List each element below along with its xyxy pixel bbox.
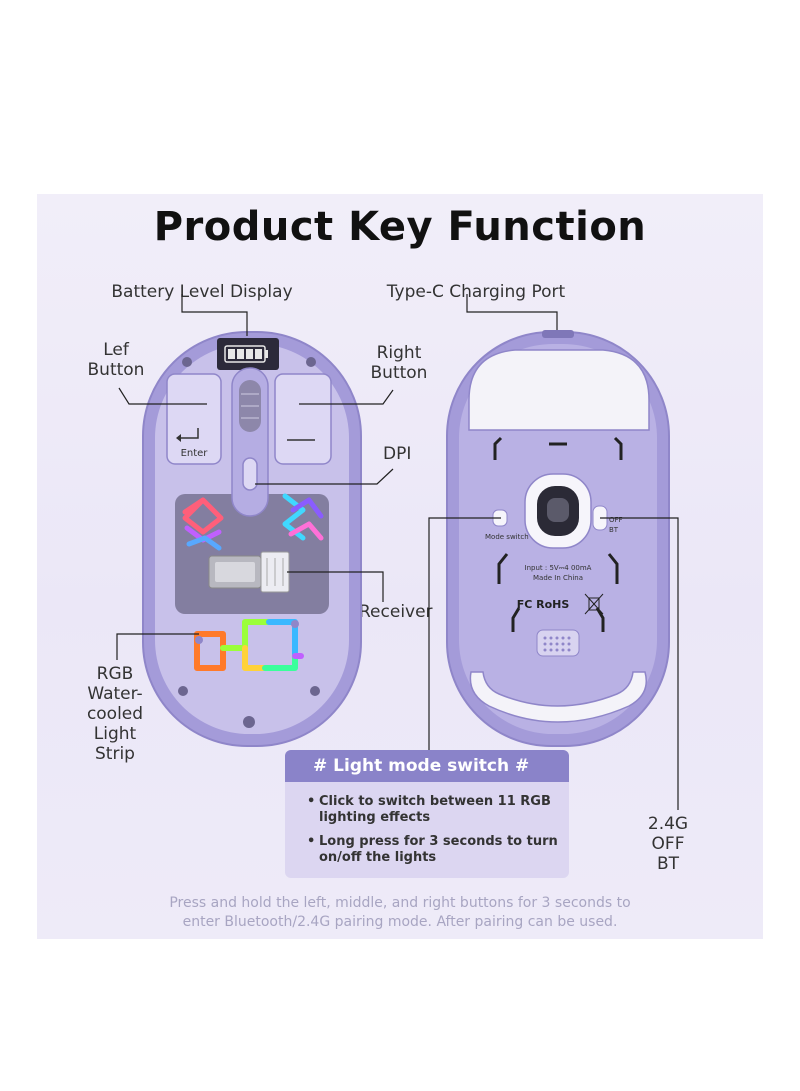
left-button-label-line1: Lef — [103, 340, 129, 360]
product-panel: Product Key Function Battery Level Displ… — [37, 194, 763, 939]
input-spec-text: Input : 5V⎓4 00mA — [525, 564, 592, 572]
rgb-label-line1: RGB — [96, 664, 134, 684]
receiver-label: Receiver — [359, 602, 433, 622]
mouse-bottom-view: Mode switch OFF BT Input : 5V⎓4 00mA Mad… — [446, 330, 670, 747]
enter-key-text: Enter — [181, 448, 209, 459]
rgb-label-line5: Strip — [95, 744, 135, 764]
rgb-strip-left — [182, 497, 224, 551]
typec-port-label: Type-C Charging Port — [386, 282, 566, 302]
callout-lines — [116, 294, 679, 810]
pairing-footnote: Press and hold the left, middle, and rig… — [37, 894, 763, 932]
weee-bin-icon — [584, 593, 604, 615]
rgb-strip-label: RGB Water- cooled Light Strip — [73, 664, 157, 764]
switch-bt-text: BT — [609, 526, 619, 534]
mouse-top-view: Enter — [142, 331, 362, 747]
scroll-wheel-icon — [231, 367, 269, 517]
rgb-label-line2: Water- — [87, 684, 143, 704]
mode-switch-label: 2.4G OFF BT — [633, 814, 703, 874]
right-button-label-line2: Button — [370, 363, 428, 383]
mode-label-off: OFF — [651, 834, 685, 854]
rgb-strip-right — [282, 493, 324, 541]
left-button-label: Lef Button — [77, 340, 155, 380]
right-button-label: Right Button — [359, 343, 439, 383]
bottom-glide-pad — [469, 671, 647, 723]
right-button-key — [274, 373, 332, 465]
mouse-illustration: Enter — [116, 294, 679, 810]
mode-switch-text: Mode switch — [485, 533, 529, 541]
typec-port-icon — [542, 330, 574, 338]
grill-icon — [536, 629, 580, 657]
page-title: Product Key Function — [153, 204, 647, 250]
info-box-heading: # Light mode switch # — [285, 750, 569, 782]
info-box-bullet-1: Click to switch between 11 RGB lighting … — [307, 794, 569, 826]
left-button-label-line2: Button — [87, 360, 145, 380]
made-in-text: Made In China — [533, 574, 583, 582]
receiver-dongle-icon — [208, 551, 290, 593]
battery-display-icon — [217, 338, 279, 370]
dpi-button — [242, 457, 258, 491]
cert-text: FC RoHS — [517, 598, 570, 611]
mode-label-bt: BT — [656, 854, 680, 874]
footnote-line1: Press and hold the left, middle, and rig… — [169, 895, 631, 911]
switch-off-text: OFF — [609, 516, 623, 524]
mode-label-24g: 2.4G — [647, 814, 689, 834]
rgb-label-line4: Light — [93, 724, 137, 744]
right-button-label-line1: Right — [376, 343, 422, 363]
info-box-bullet-2: Long press for 3 seconds to turn on/off … — [307, 834, 569, 866]
rgb-strip-bottom — [194, 619, 304, 671]
optical-sensor-icon — [524, 473, 592, 549]
rgb-label-line3: cooled — [86, 704, 144, 724]
top-glide-pad — [468, 349, 650, 431]
left-button-key: Enter — [166, 373, 222, 465]
dpi-label: DPI — [383, 444, 412, 464]
footnote-line2: enter Bluetooth/2.4G pairing mode. After… — [182, 914, 618, 930]
info-box-list: Click to switch between 11 RGB lighting … — [285, 794, 569, 866]
light-mode-info-box: # Light mode switch # Click to switch be… — [285, 750, 569, 878]
battery-level-label: Battery Level Display — [111, 282, 293, 302]
bottom-trace-lines — [493, 436, 623, 632]
